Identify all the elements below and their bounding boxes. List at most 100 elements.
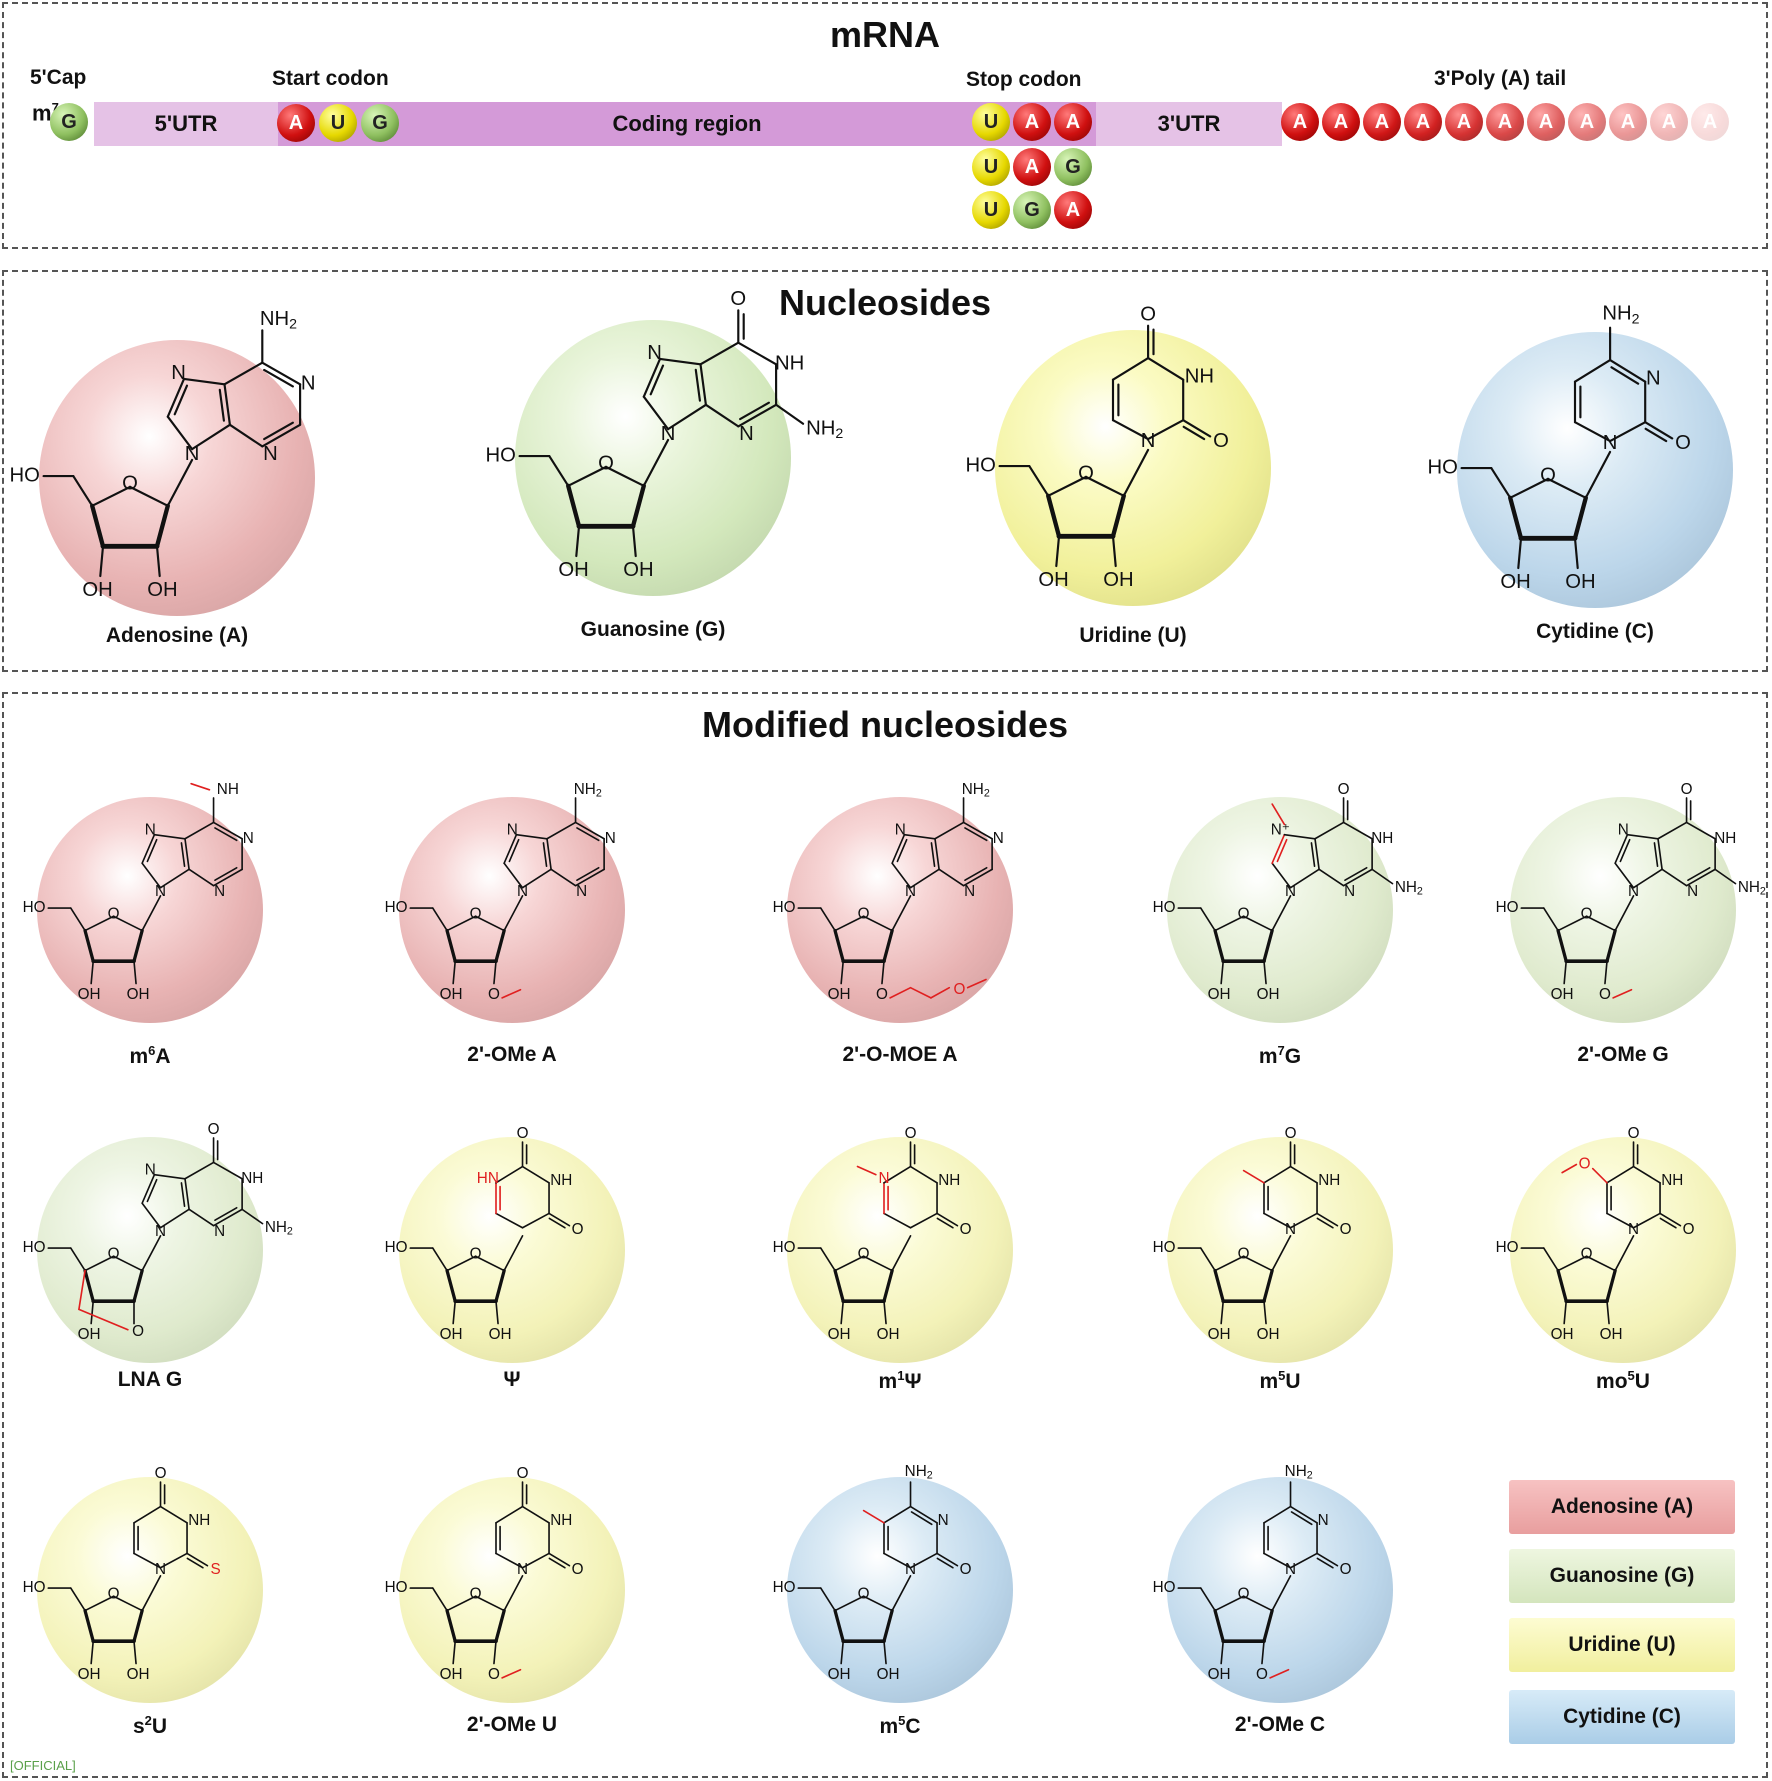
modified-sphere xyxy=(399,1477,625,1703)
svg-text:O: O xyxy=(1256,1666,1268,1683)
modified-label: Ψ xyxy=(503,1368,521,1391)
svg-text:NH: NH xyxy=(1371,830,1393,847)
svg-text:N: N xyxy=(905,1561,916,1578)
svg-text:O: O xyxy=(488,1666,500,1683)
svg-text:NH: NH xyxy=(1661,1172,1683,1189)
svg-text:N: N xyxy=(517,883,528,900)
svg-text:N: N xyxy=(661,423,676,445)
svg-text:O: O xyxy=(208,1121,220,1138)
svg-text:N: N xyxy=(517,1561,528,1578)
coding-region: Coding region xyxy=(278,102,1096,146)
modified-label: m6A xyxy=(129,1043,171,1068)
svg-text:N: N xyxy=(145,1162,156,1179)
svg-text:OH: OH xyxy=(127,986,150,1003)
modified-label: s2U xyxy=(132,1713,168,1738)
svg-text:OH: OH xyxy=(828,1666,851,1683)
svg-text:OH: OH xyxy=(127,1666,150,1683)
stop-codon-base: A xyxy=(1013,148,1051,186)
utr5-region: 5'UTR xyxy=(94,102,278,146)
svg-text:OH: OH xyxy=(82,579,112,601)
svg-text:N: N xyxy=(243,830,254,847)
svg-text:N: N xyxy=(155,1561,166,1578)
svg-text:O: O xyxy=(1340,1221,1352,1238)
mrna-title: mRNA xyxy=(829,14,940,55)
svg-text:NH: NH xyxy=(1185,365,1214,387)
stop-codon-base: G xyxy=(1013,191,1051,229)
modified-label: mo5U xyxy=(1596,1368,1650,1393)
svg-text:N: N xyxy=(155,883,166,900)
modified-label: m5C xyxy=(879,1713,921,1738)
poly-a-bead: A xyxy=(1322,103,1360,141)
svg-text:O: O xyxy=(517,1125,529,1142)
svg-text:OH: OH xyxy=(877,1326,900,1343)
svg-text:NH2: NH2 xyxy=(574,781,602,800)
stop-codon-base: A xyxy=(1054,191,1092,229)
svg-text:OH: OH xyxy=(1551,986,1574,1003)
nucleoside-label: Guanosine (G) xyxy=(580,618,726,641)
svg-text:OH: OH xyxy=(78,1326,101,1343)
legend-cytidine: Cytidine (C) xyxy=(1509,1690,1735,1744)
utr3-region: 3'UTR xyxy=(1096,102,1282,146)
nucleoside-sphere xyxy=(1457,332,1733,608)
svg-text:N: N xyxy=(938,1512,949,1529)
svg-text:O: O xyxy=(1285,1125,1297,1142)
svg-text:O: O xyxy=(1238,905,1250,922)
svg-text:N: N xyxy=(185,443,200,465)
svg-text:HO: HO xyxy=(773,899,796,916)
svg-text:OH: OH xyxy=(1208,1326,1231,1343)
svg-text:HO: HO xyxy=(486,444,516,466)
modified-label: 2'-OMe U xyxy=(466,1713,558,1736)
stop-codon-base: U xyxy=(972,191,1010,229)
legend-adenosine: Adenosine (A) xyxy=(1509,1480,1735,1534)
nucleoside-label: Cytidine (C) xyxy=(1536,620,1654,643)
modified-label: 2'-OMe G xyxy=(1577,1043,1669,1066)
svg-text:O: O xyxy=(858,1585,870,1602)
svg-text:N: N xyxy=(895,822,906,839)
svg-text:OH: OH xyxy=(1208,1666,1231,1683)
modified-sphere xyxy=(1167,1137,1393,1363)
poly-a-bead: A xyxy=(1363,103,1401,141)
svg-text:OH: OH xyxy=(828,1326,851,1343)
svg-text:OH: OH xyxy=(440,1666,463,1683)
svg-text:N: N xyxy=(1646,367,1661,389)
svg-text:NH: NH xyxy=(775,353,804,375)
official-marking: [OFFICIAL] xyxy=(10,1758,76,1773)
svg-text:O: O xyxy=(858,905,870,922)
svg-text:N: N xyxy=(263,443,278,465)
svg-text:O: O xyxy=(470,905,482,922)
svg-text:OH: OH xyxy=(489,1326,512,1343)
svg-text:O: O xyxy=(122,473,138,495)
modified-label: LNA G xyxy=(117,1368,183,1391)
svg-text:OH: OH xyxy=(1600,1326,1623,1343)
svg-text:O: O xyxy=(1675,432,1691,454)
svg-text:O: O xyxy=(1581,905,1593,922)
svg-text:OH: OH xyxy=(828,986,851,1003)
svg-text:HO: HO xyxy=(385,1579,408,1596)
modified-sphere xyxy=(37,1137,263,1363)
svg-text:N: N xyxy=(878,1170,889,1187)
modified-sphere xyxy=(1510,797,1736,1023)
legend-guanosine: Guanosine (G) xyxy=(1509,1549,1735,1603)
svg-text:HO: HO xyxy=(1153,1239,1176,1256)
poly-a-bead: A xyxy=(1445,103,1483,141)
svg-text:O: O xyxy=(730,288,746,310)
stop-codon-base: G xyxy=(1054,148,1092,186)
svg-text:O: O xyxy=(1579,1156,1591,1173)
svg-text:OH: OH xyxy=(1565,571,1595,593)
modified-label: m5U xyxy=(1259,1368,1301,1393)
nucleosides-panel: Nucleosides xyxy=(2,270,1768,672)
svg-text:O: O xyxy=(858,1245,870,1262)
start-codon-base: G xyxy=(361,104,399,142)
svg-text:O: O xyxy=(488,986,500,1003)
svg-text:O: O xyxy=(108,905,120,922)
poly-a-bead: A xyxy=(1404,103,1442,141)
